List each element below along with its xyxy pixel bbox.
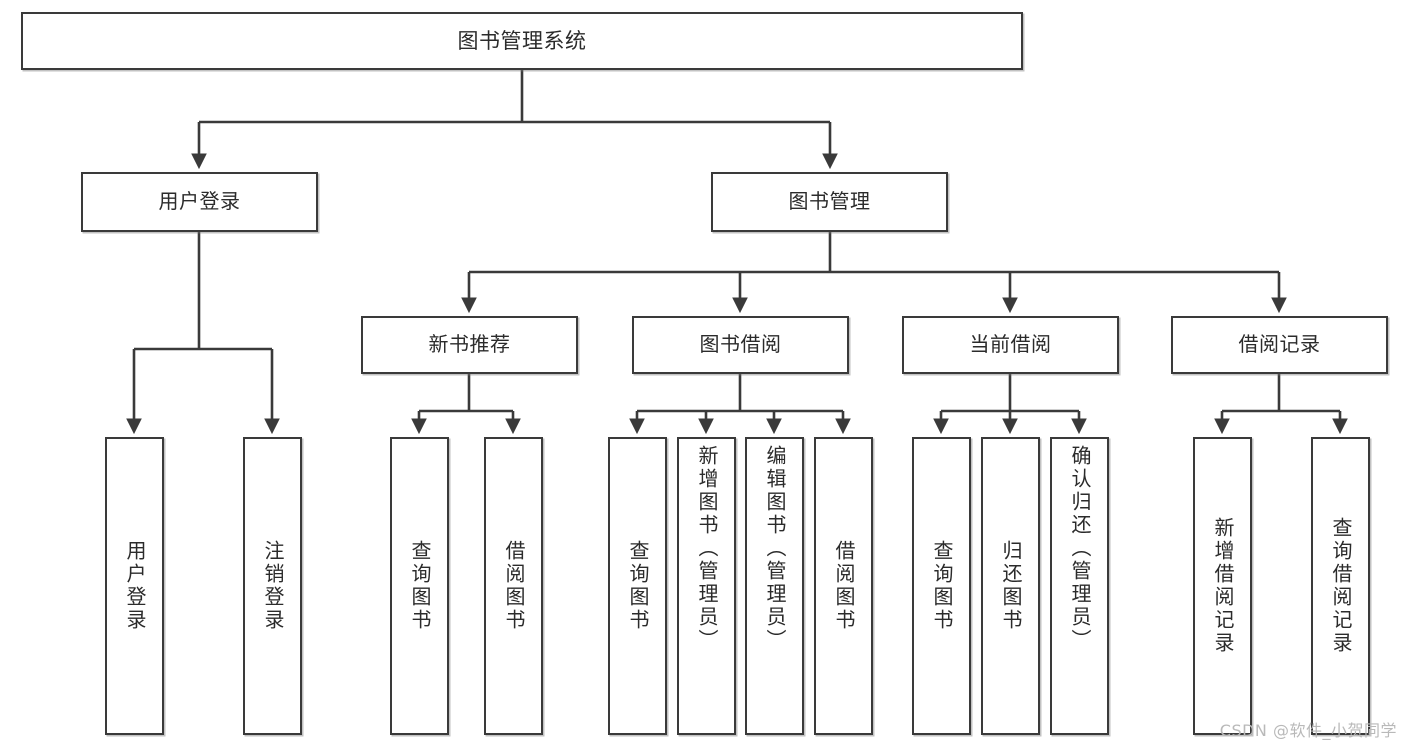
node-borrow-record[interactable]: 借阅记录	[1171, 316, 1388, 374]
node-label: 确认归还（管理员）	[1068, 445, 1092, 652]
node-label: 借阅记录	[1238, 332, 1321, 357]
node-label: 借阅图书	[502, 540, 526, 632]
node-book-management[interactable]: 图书管理	[711, 172, 948, 232]
node-label: 借阅图书	[832, 540, 856, 632]
node-label: 用户登录	[158, 189, 241, 214]
leaf-borrow-add-book-admin[interactable]: 新增图书（管理员）	[677, 437, 736, 735]
leaf-new-book-borrow[interactable]: 借阅图书	[484, 437, 543, 735]
leaf-new-book-query[interactable]: 查询图书	[390, 437, 449, 735]
node-root-system[interactable]: 图书管理系统	[21, 12, 1023, 70]
node-label: 图书借阅	[699, 332, 782, 357]
node-label: 查询图书	[626, 540, 650, 632]
node-label: 查询图书	[930, 540, 954, 632]
node-label: 新增借阅记录	[1211, 517, 1235, 655]
node-label: 用户登录	[123, 540, 147, 632]
leaf-borrow-edit-book-admin[interactable]: 编辑图书（管理员）	[745, 437, 804, 735]
node-new-book-recommend[interactable]: 新书推荐	[361, 316, 578, 374]
leaf-current-return-book[interactable]: 归还图书	[981, 437, 1040, 735]
node-label: 图书管理	[788, 189, 871, 214]
node-label: 查询图书	[408, 540, 432, 632]
leaf-borrow-query-book[interactable]: 查询图书	[608, 437, 667, 735]
leaf-user-login-login[interactable]: 用户登录	[105, 437, 164, 735]
node-user-login[interactable]: 用户登录	[81, 172, 318, 232]
node-book-borrow[interactable]: 图书借阅	[632, 316, 849, 374]
node-label: 新增图书（管理员）	[695, 445, 719, 652]
node-label: 查询借阅记录	[1329, 517, 1353, 655]
node-label: 注销登录	[261, 540, 285, 632]
csdn-watermark: CSDN @软件_小贺同学	[1219, 721, 1397, 740]
node-label: 归还图书	[999, 540, 1023, 632]
leaf-record-query-record[interactable]: 查询借阅记录	[1311, 437, 1370, 735]
node-label: 编辑图书（管理员）	[763, 445, 787, 652]
node-label: 新书推荐	[428, 332, 511, 357]
leaf-current-confirm-return-admin[interactable]: 确认归还（管理员）	[1050, 437, 1109, 735]
leaf-borrow-borrow-book[interactable]: 借阅图书	[814, 437, 873, 735]
leaf-user-login-logout[interactable]: 注销登录	[243, 437, 302, 735]
node-label: 图书管理系统	[457, 28, 587, 53]
node-label: 当前借阅	[969, 332, 1052, 357]
node-current-borrow[interactable]: 当前借阅	[902, 316, 1119, 374]
leaf-record-add-record[interactable]: 新增借阅记录	[1193, 437, 1252, 735]
leaf-current-query-book[interactable]: 查询图书	[912, 437, 971, 735]
